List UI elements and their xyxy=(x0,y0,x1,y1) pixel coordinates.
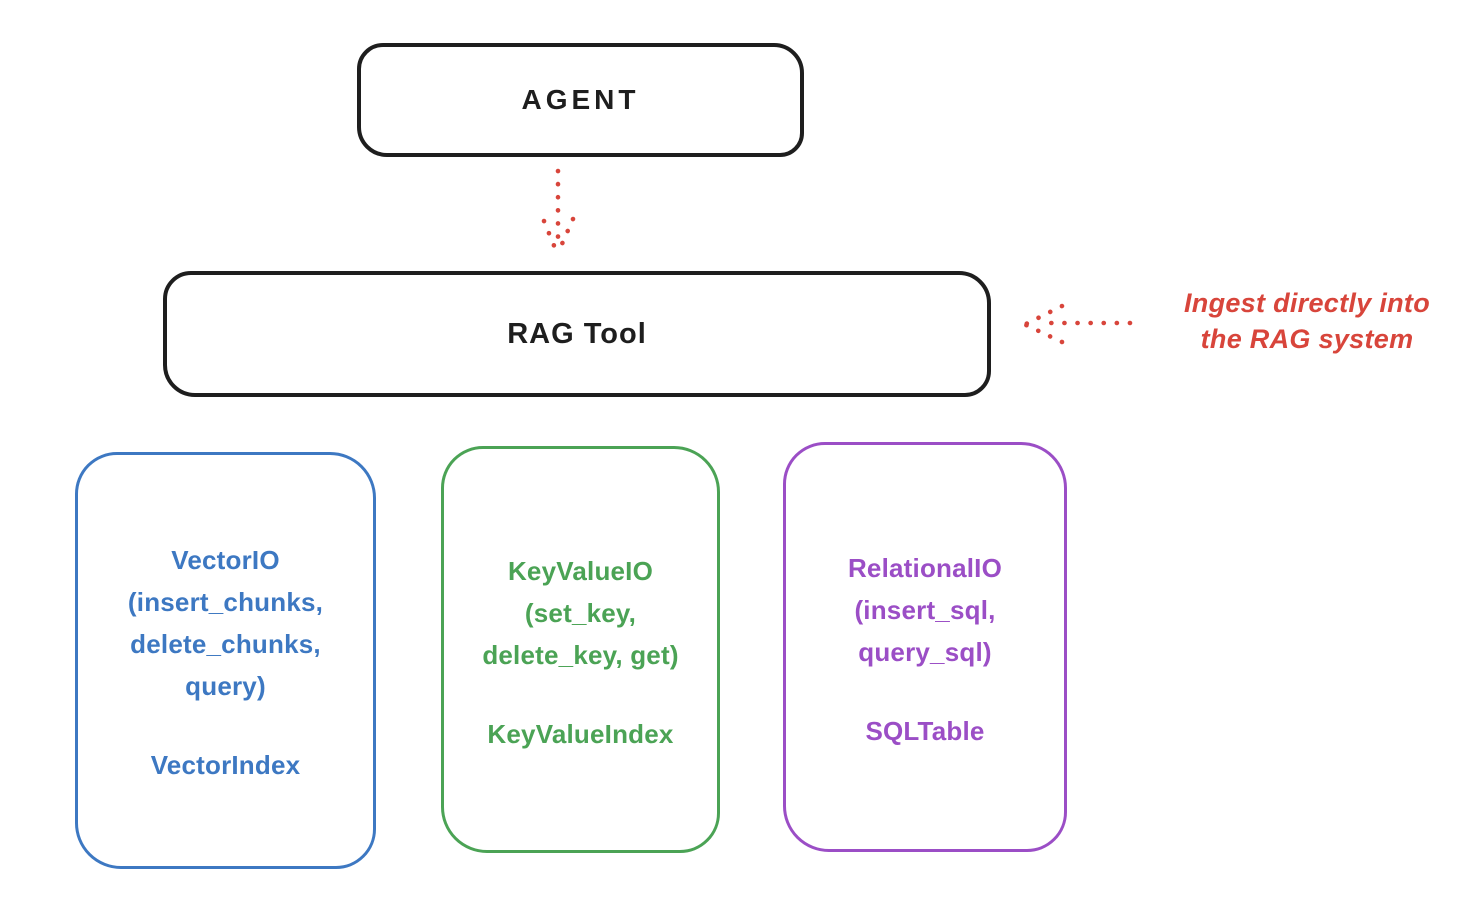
arrowhead-bottom-stroke xyxy=(1023,322,1065,345)
vectorio-title: VectorIO xyxy=(171,545,280,575)
keyvalueio-node: KeyValueIO (set_key, delete_key, get) Ke… xyxy=(441,446,720,853)
keyvalueio-index-label: KeyValueIndex xyxy=(487,719,674,749)
arrowhead-right-stroke xyxy=(555,216,576,256)
spacer xyxy=(444,676,717,713)
relationalio-text: RelationalIO (insert_sql, query_sql) SQL… xyxy=(786,445,1064,752)
keyvalueio-text: KeyValueIO (set_key, delete_key, get) Ke… xyxy=(444,449,717,755)
vectorio-methods-line1: (insert_chunks, xyxy=(127,587,324,617)
rag-tool-node: RAG Tool xyxy=(163,271,991,397)
relationalio-methods-line2: query_sql) xyxy=(858,637,992,667)
keyvalueio-methods-line2: delete_key, get) xyxy=(482,640,679,670)
agent-to-ragtool-dotted-arrow-down xyxy=(541,168,576,256)
arrowhead-left-stroke xyxy=(541,218,560,256)
keyvalueio-methods-line1: (set_key, xyxy=(524,598,637,628)
relationalio-node: RelationalIO (insert_sql, query_sql) SQL… xyxy=(783,442,1067,852)
spacer xyxy=(78,707,373,744)
vectorio-methods-line3: query) xyxy=(185,671,266,701)
vectorio-text: VectorIO (insert_chunks, delete_chunks, … xyxy=(78,455,373,786)
spacer xyxy=(786,673,1064,710)
agent-node: AGENT xyxy=(357,43,804,157)
agent-label: AGENT xyxy=(521,84,640,115)
vectorio-node: VectorIO (insert_chunks, delete_chunks, … xyxy=(75,452,376,869)
ingest-dotted-arrow-left xyxy=(1023,303,1133,345)
ingest-annotation-line1: Ingest directly into xyxy=(1183,288,1431,318)
arrowhead-top-stroke xyxy=(1023,303,1065,327)
ingest-annotation-line2: the RAG system xyxy=(1200,324,1414,354)
relationalio-index-label: SQLTable xyxy=(865,716,985,746)
relationalio-title: RelationalIO xyxy=(847,553,1003,583)
vectorio-methods-line2: delete_chunks, xyxy=(130,629,321,659)
vectorio-index-label: VectorIndex xyxy=(150,750,301,780)
ingest-annotation: Ingest directly into the RAG system xyxy=(1146,285,1468,357)
keyvalueio-title: KeyValueIO xyxy=(507,556,654,586)
rag-tool-label: RAG Tool xyxy=(507,317,647,350)
relationalio-methods-line1: (insert_sql, xyxy=(854,595,996,625)
